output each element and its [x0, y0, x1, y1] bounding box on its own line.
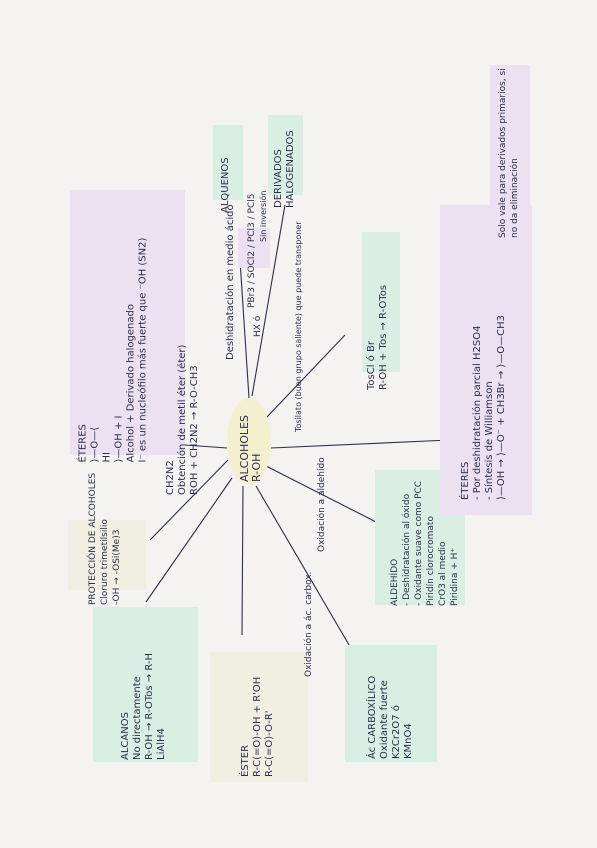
carboxilico-line3: KMnO4 — [403, 723, 414, 759]
alcanos-line3: LiAlH4 — [156, 728, 167, 760]
proteccion-line2: -OH → -OSi(Me)3 — [112, 529, 122, 605]
proteccion-text: PROTECCIÓN DE ALCOHOLES Cloruro trimetil… — [87, 472, 127, 605]
derivados-line2: HALOGENADOS — [285, 130, 296, 208]
center-label: ALCOHOLES R-OH — [238, 402, 263, 482]
carboxilico-cond-text: Oxidación a ác. carbox. — [303, 571, 317, 677]
eteres-left-note1: Alcohol + Derivado halogenado — [125, 304, 137, 463]
eteres-left-box — [70, 190, 185, 455]
derivados-sin: Sin inversión — [259, 190, 268, 242]
aldehido-cond: Oxidación a aldehído — [317, 457, 327, 552]
eteres-right-line3: ⟩—OH → ⟩—O⁻ + CH3Br → ⟩—O—CH3 — [496, 314, 507, 500]
carboxilico-text: Ác CARBOXÍLICO Oxidante fuerte K2Cr2O7 ó… — [367, 649, 415, 759]
alcanos-text: ALCANOS No directamente R-OH → R-OTos → … — [120, 610, 170, 760]
alcanos-line2: R-OH → R-OTos → R-H — [144, 652, 155, 760]
aldehido-line1: - Deshidratación al óxido — [402, 493, 412, 606]
aldehido-line2: - Oxidante suave como PCC — [414, 480, 424, 606]
alcanos-line1: No directamente — [132, 676, 143, 760]
carboxilico-line1: Oxidante fuerte — [379, 680, 390, 759]
eteres-right-note-text: Solo vale para derivados primarios, si n… — [497, 68, 523, 238]
diazo-line1: Obtención de metil éter (éter) — [177, 344, 188, 495]
derivados-text: DERIVADOS HALOGENADOS — [273, 108, 299, 208]
alcanos-title: ALCANOS — [120, 712, 131, 760]
eteres-right-line2: - Síntesis de Williamson — [484, 381, 495, 500]
eteres-left-products: ⟩—OH + I — [113, 415, 125, 463]
derivados-hx-text: HX ó — [252, 287, 266, 337]
diazo-reagent: CH2N2 — [165, 460, 176, 495]
eteres-left-reagent: HI — [101, 452, 113, 463]
alquenos-text: ALQUENOS — [220, 113, 236, 213]
alquenos-box — [213, 125, 243, 200]
tos-equation: R-OH + Tos → R-OTos — [378, 284, 389, 390]
ester-title: ÉSTER — [240, 744, 251, 777]
eteres-right-note: Solo vale para derivados primarios, si n… — [498, 68, 520, 238]
center-subtitle: R-OH — [250, 453, 263, 482]
reagents-box — [238, 228, 270, 268]
tos-text: TosCl ó Br R-OH + Tos → R-OTos — [366, 220, 396, 390]
aldehido-title: ALDEHÍDO — [390, 558, 400, 606]
derivados-line1: DERIVADOS — [273, 149, 284, 208]
eteres-left-title: ÉTERES — [77, 424, 89, 463]
alcanos-box — [93, 607, 198, 762]
derivados-sin-text: Sin inversión — [258, 162, 272, 242]
tos-note: Tosilato (buen grupo saliente) que puede… — [294, 221, 303, 432]
eteres-right-title: ÉTERES — [460, 461, 471, 500]
alcoholes-center-node — [227, 398, 271, 486]
derivados-hx: HX ó — [253, 315, 263, 337]
aldehido-line3: Piridín clorocromato — [426, 516, 436, 606]
ester-box — [210, 652, 308, 782]
tos-reagent: TosCl ó Br — [366, 341, 377, 390]
proteccion-line1: Cloruro trimetilsilio — [100, 519, 110, 605]
carboxilico-title: Ác CARBOXÍLICO — [367, 675, 378, 759]
eteres-left-note2: I⁻ es un nucleófilo más fuerte que ⁻OH (… — [137, 237, 149, 463]
eteres-right-text: ÉTERES - Por deshidratación parcial H2SO… — [460, 210, 510, 500]
aldehido-line4: CrO3 al medio — [438, 541, 448, 606]
proteccion-title: PROTECCIÓN DE ALCOHOLES — [88, 472, 98, 605]
aldehido-text: ALDEHÍDO - Deshidratación al óxido - Oxi… — [389, 476, 460, 606]
carboxilico-cond: Oxidación a ác. carbox. — [304, 571, 314, 677]
derivados-box — [268, 115, 303, 195]
aldehido-cond-text: Oxidación a aldehído — [316, 457, 330, 552]
diazo-text: CH2N2 Obtención de metil éter (éter) ROH… — [165, 345, 205, 495]
diazo-line2: ROH + CH2N2 → R-O-CH3 — [189, 365, 200, 495]
ester-line1: R-C(=O)-OH + R'OH — [252, 676, 263, 777]
eteres-left-formula: ⟩—O—⟨ — [89, 426, 101, 463]
carboxilico-line2: K2Cr2O7 ó — [391, 705, 402, 759]
ester-text: ÉSTER R-C(=O)-OH + R'OH R-C(=O)-O-R' — [240, 657, 278, 777]
eteres-left-text: ÉTERES ⟩—O—⟨ HI ⟩—OH + I Alcohol + Deriv… — [78, 218, 178, 463]
carboxilico-box — [345, 645, 437, 762]
note-right-box — [490, 65, 530, 235]
tos-note-text: Tosilato (buen grupo saliente) que puede… — [293, 221, 307, 432]
proteccion-box — [68, 520, 146, 590]
ester-line2: R-C(=O)-O-R' — [264, 710, 275, 777]
alquenos-label: ALQUENOS — [220, 157, 231, 213]
eteres-right-box — [440, 205, 532, 515]
alquenos-cond: Deshidratación en medio ácido — [225, 204, 236, 360]
tos-box — [362, 232, 400, 372]
eteres-right-line1: - Por deshidratación parcial H2SO4 — [472, 325, 483, 500]
